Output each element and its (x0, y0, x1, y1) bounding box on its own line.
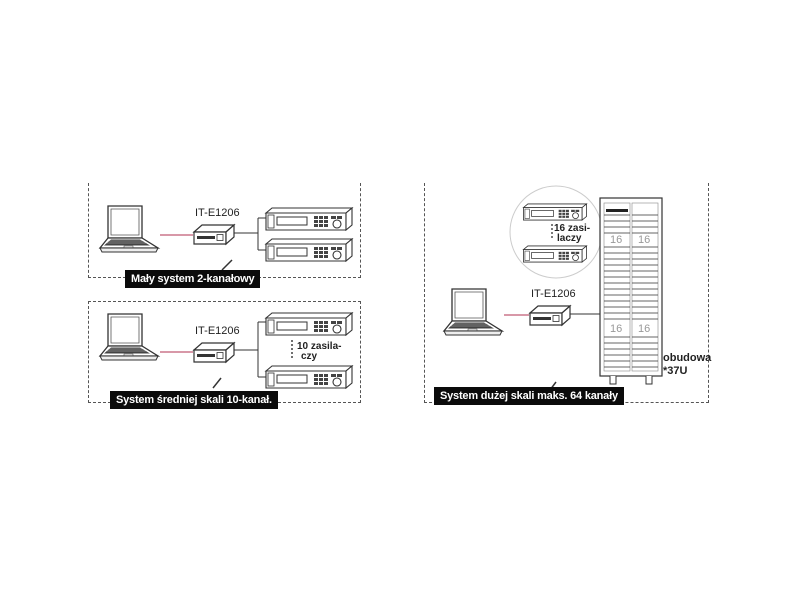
supply-count-note: 10 zasila- czy (297, 341, 342, 362)
caption-medium-system: System średniej skali 10-kanał. (110, 391, 278, 409)
caption-large-system: System dużej skali maks. 64 kanały (434, 387, 624, 405)
rack-count-label: 16 (610, 234, 623, 246)
interface-model-label: IT-E1206 (531, 288, 576, 300)
rack-count-label: 16 (638, 323, 651, 335)
interface-box-icon (528, 303, 572, 327)
rack-count-label: 16 (638, 234, 651, 246)
rack-size-note: obudowa *37U (663, 352, 712, 377)
interface-model-label: IT-E1206 (195, 207, 240, 219)
caption-small-system: Mały system 2-kanałowy (125, 270, 261, 288)
interface-model-label: IT-E1206 (195, 325, 240, 337)
zoom-supply-note: 16 zasi- laczy (554, 223, 591, 244)
rack-count-label: 16 (610, 323, 623, 335)
